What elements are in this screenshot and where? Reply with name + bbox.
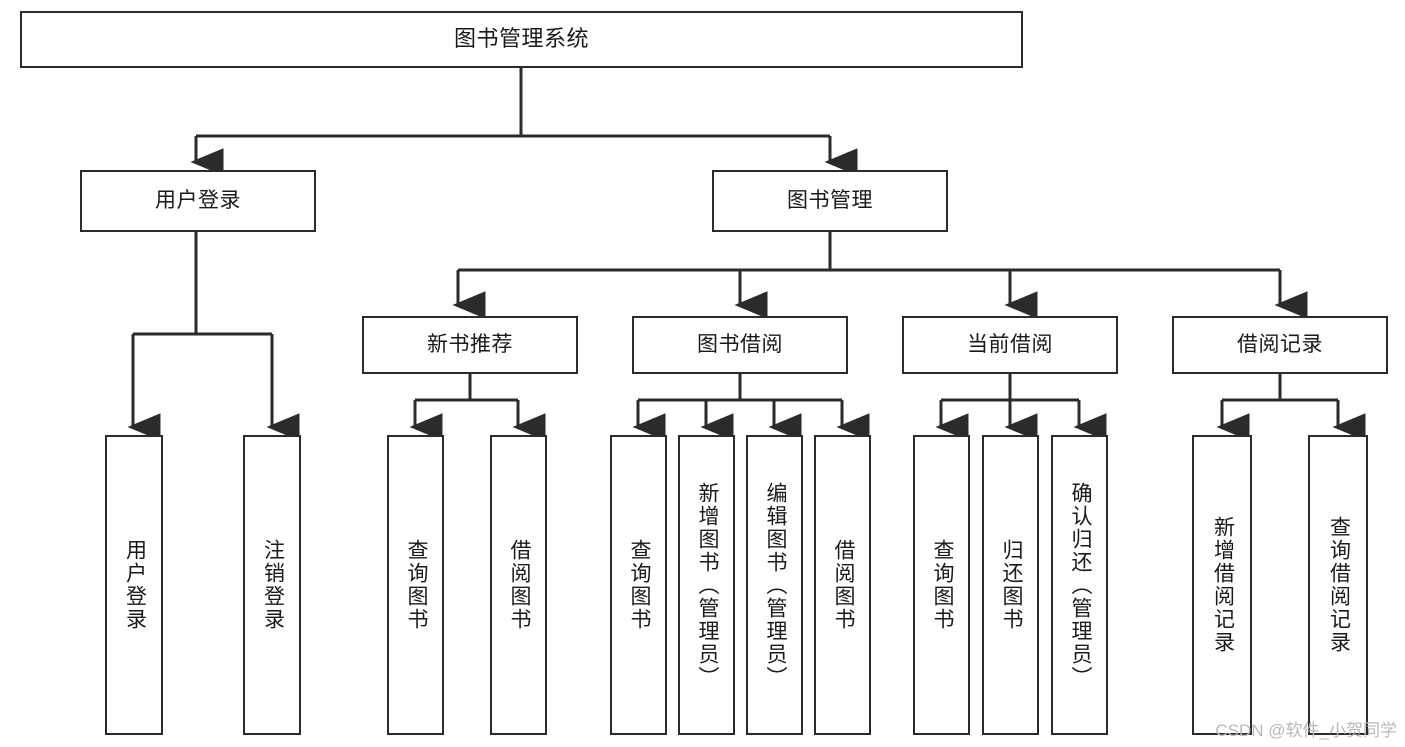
node-leaf-cur-query-book[interactable]: 查询图书 [913,435,970,735]
node-leaf-borrow-borrow-book-label: 借阅图书 [831,539,855,631]
node-leaf-rec-borrow-book-label: 借阅图书 [507,539,531,631]
node-user-login-label: 用户登录 [155,189,241,213]
node-book-manage-label: 图书管理 [787,189,873,213]
node-leaf-borrow-add-book[interactable]: 新增图书（管理员） [678,435,735,735]
node-leaf-user-logout[interactable]: 注销登录 [243,435,301,735]
node-leaf-rec-query-record-label: 查询借阅记录 [1327,516,1351,654]
node-leaf-borrow-borrow-book[interactable]: 借阅图书 [814,435,871,735]
node-leaf-cur-confirm-return[interactable]: 确认归还（管理员） [1051,435,1108,735]
node-leaf-rec-query-record[interactable]: 查询借阅记录 [1308,435,1368,735]
node-leaf-cur-return-book[interactable]: 归还图书 [982,435,1039,735]
node-leaf-rec-add-record[interactable]: 新增借阅记录 [1192,435,1252,735]
node-leaf-borrow-edit-book[interactable]: 编辑图书（管理员） [746,435,803,735]
node-leaf-borrow-edit-book-label: 编辑图书（管理员） [763,481,787,689]
node-root-label: 图书管理系统 [453,26,589,52]
node-new-book-rec-label: 新书推荐 [427,333,513,357]
node-user-login[interactable]: 用户登录 [80,170,316,232]
node-leaf-borrow-add-book-label: 新增图书（管理员） [695,481,719,689]
node-root[interactable]: 图书管理系统 [20,11,1023,68]
node-leaf-user-login[interactable]: 用户登录 [105,435,163,735]
node-leaf-rec-borrow-book[interactable]: 借阅图书 [490,435,547,735]
node-book-borrow[interactable]: 图书借阅 [632,316,848,374]
node-book-manage[interactable]: 图书管理 [712,170,948,232]
node-leaf-borrow-query-book[interactable]: 查询图书 [610,435,667,735]
node-leaf-rec-query-book-label: 查询图书 [404,539,428,631]
node-leaf-user-logout-label: 注销登录 [261,539,285,631]
node-leaf-cur-return-book-label: 归还图书 [999,539,1023,631]
node-book-borrow-label: 图书借阅 [697,333,783,357]
node-leaf-user-login-label: 用户登录 [123,539,147,631]
node-leaf-rec-query-book[interactable]: 查询图书 [387,435,444,735]
node-new-book-rec[interactable]: 新书推荐 [362,316,578,374]
node-leaf-borrow-query-book-label: 查询图书 [627,539,651,631]
csdn-watermark: CSDN @软件_小贺同学 [1215,721,1397,740]
node-current-borrow-label: 当前借阅 [967,333,1053,357]
node-leaf-cur-confirm-return-label: 确认归还（管理员） [1068,481,1092,689]
node-leaf-cur-query-book-label: 查询图书 [930,539,954,631]
node-borrow-record[interactable]: 借阅记录 [1172,316,1388,374]
node-borrow-record-label: 借阅记录 [1237,333,1323,357]
node-leaf-rec-add-record-label: 新增借阅记录 [1211,516,1235,654]
node-current-borrow[interactable]: 当前借阅 [902,316,1118,374]
